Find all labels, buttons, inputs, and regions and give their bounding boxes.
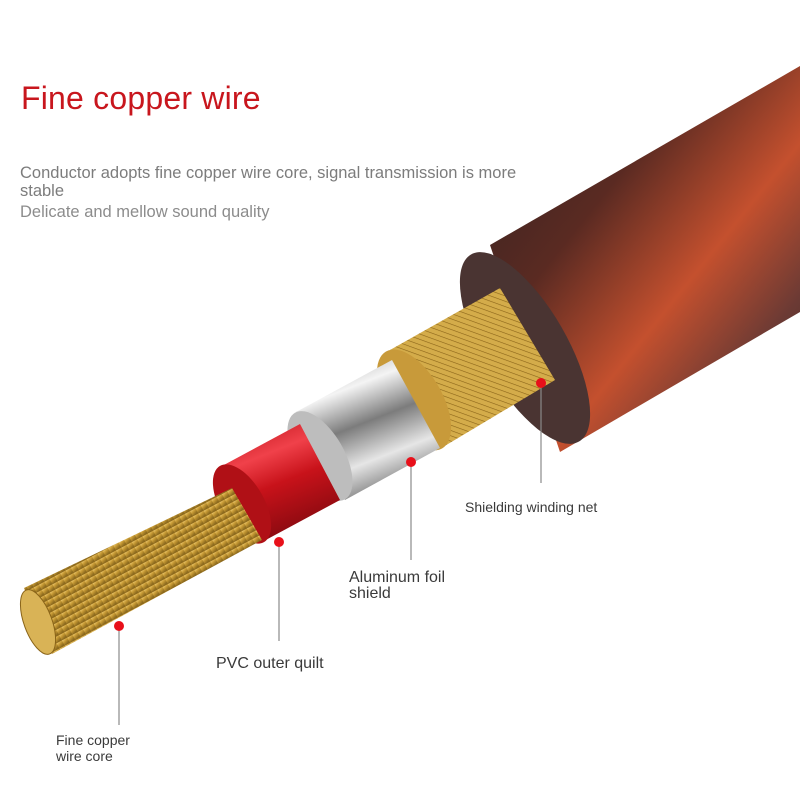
marker-core: [114, 621, 124, 631]
marker-pvc: [274, 537, 284, 547]
callout-aluminum-foil-shield: Aluminum foil shield: [349, 570, 445, 602]
callout-markers: [114, 378, 546, 631]
callout-core-line-2: wire core: [56, 748, 113, 764]
description-line-2: Delicate and mellow sound quality: [20, 203, 270, 221]
callout-shielding-winding-net: Shielding winding net: [465, 499, 598, 515]
callout-foil-line-2: shield: [349, 585, 391, 602]
page-title: Fine copper wire: [21, 80, 261, 116]
pvc-insulation-layer: [212, 424, 340, 544]
callout-core-line-1: Fine copper: [56, 732, 130, 748]
leader-lines: [118, 383, 542, 725]
callout-fine-copper-wire-core: Fine copper wire core: [56, 732, 130, 764]
description-line-1: Conductor adopts fine copper wire core, …: [20, 164, 517, 200]
description: Conductor adopts fine copper wire core, …: [20, 164, 540, 221]
marker-foil: [406, 457, 416, 467]
callout-foil-line-1: Aluminum foil: [349, 569, 446, 586]
callout-pvc-outer-quilt: PVC outer quilt: [216, 655, 324, 672]
marker-shielding: [536, 378, 546, 388]
copper-core-strands: [19, 488, 262, 655]
